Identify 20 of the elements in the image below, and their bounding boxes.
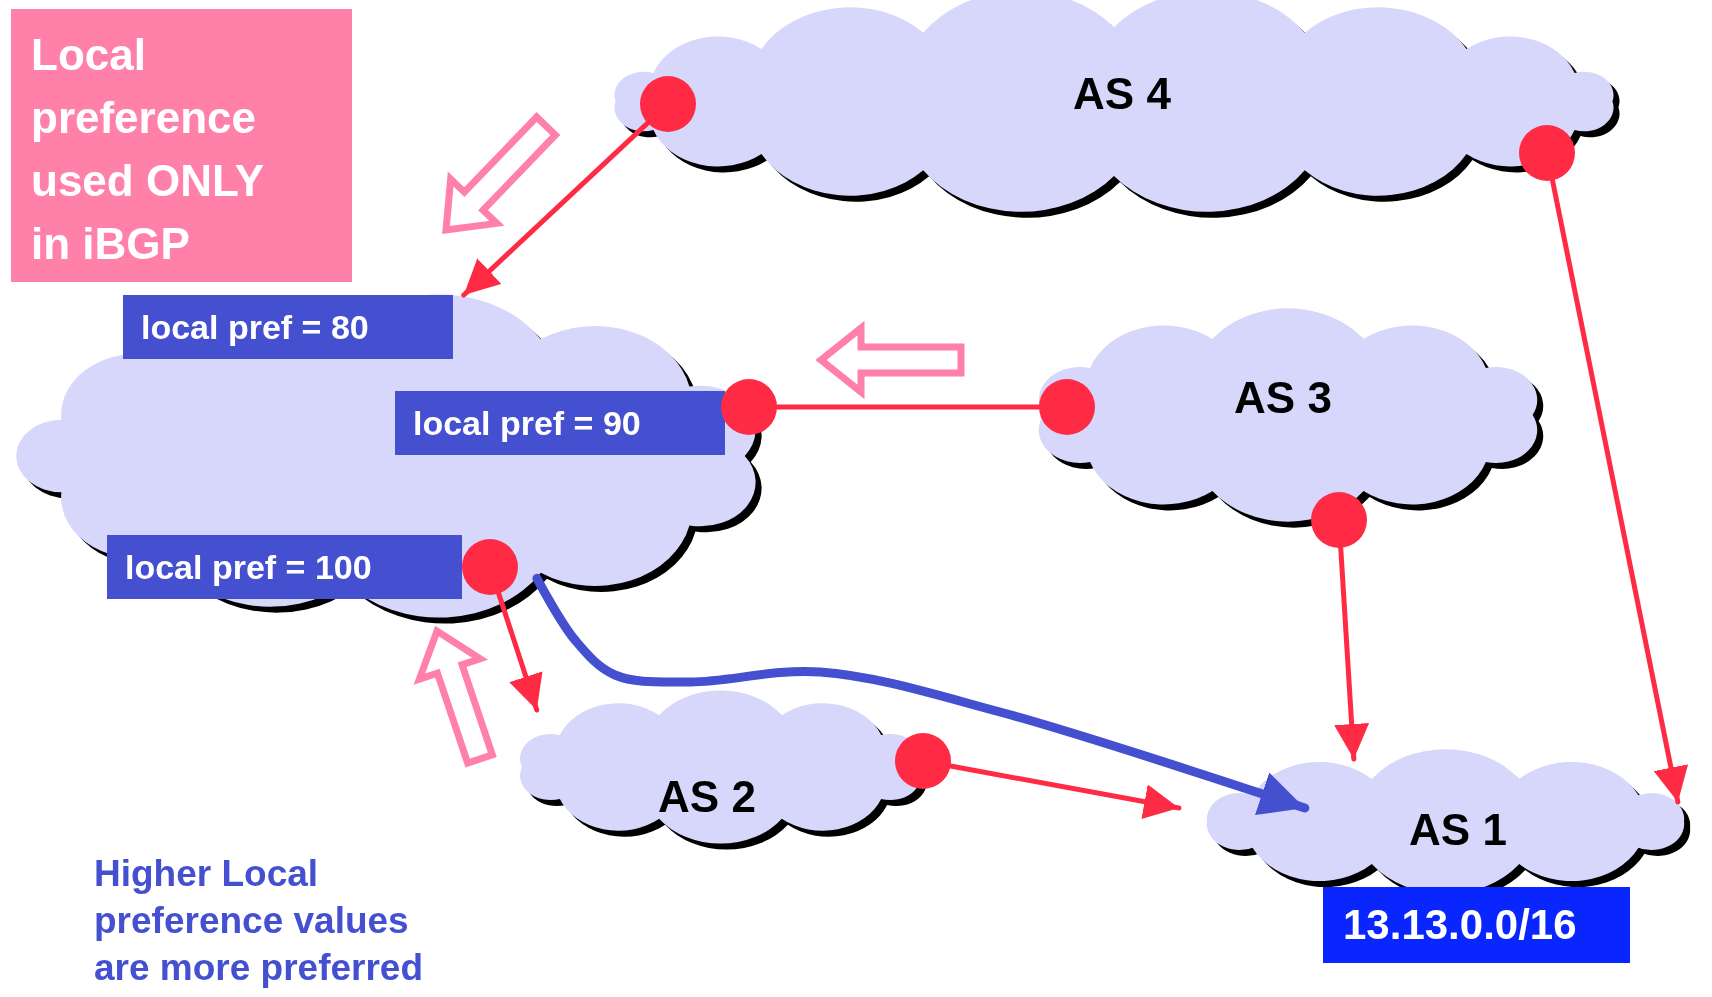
arrow (1334, 545, 1370, 762)
cloud-label: AS 1 (1409, 805, 1507, 855)
value-box: local pref = 90 (395, 391, 725, 455)
cloud-label: AS 4 (1073, 69, 1171, 119)
value-box: local pref = 80 (123, 295, 453, 359)
router-dot (1311, 492, 1367, 548)
connector-line (774, 404, 1042, 410)
note-text: Higher Local preference values are more preferred (94, 852, 425, 990)
router-dot (721, 379, 777, 435)
arrow (948, 763, 1182, 819)
arrow (532, 573, 1310, 816)
arrow (496, 591, 543, 713)
value-box: local pref = 100 (107, 535, 462, 599)
cloud-label: AS 3 (1234, 373, 1332, 423)
cloud-label: AS 2 (658, 772, 756, 822)
note-box: Local preference used ONLY in iBGP (11, 9, 352, 282)
arrow (1550, 177, 1689, 805)
router-dot (895, 733, 951, 789)
arrow (461, 120, 651, 298)
prefix-box: 13.13.0.0/16 (1323, 887, 1630, 963)
